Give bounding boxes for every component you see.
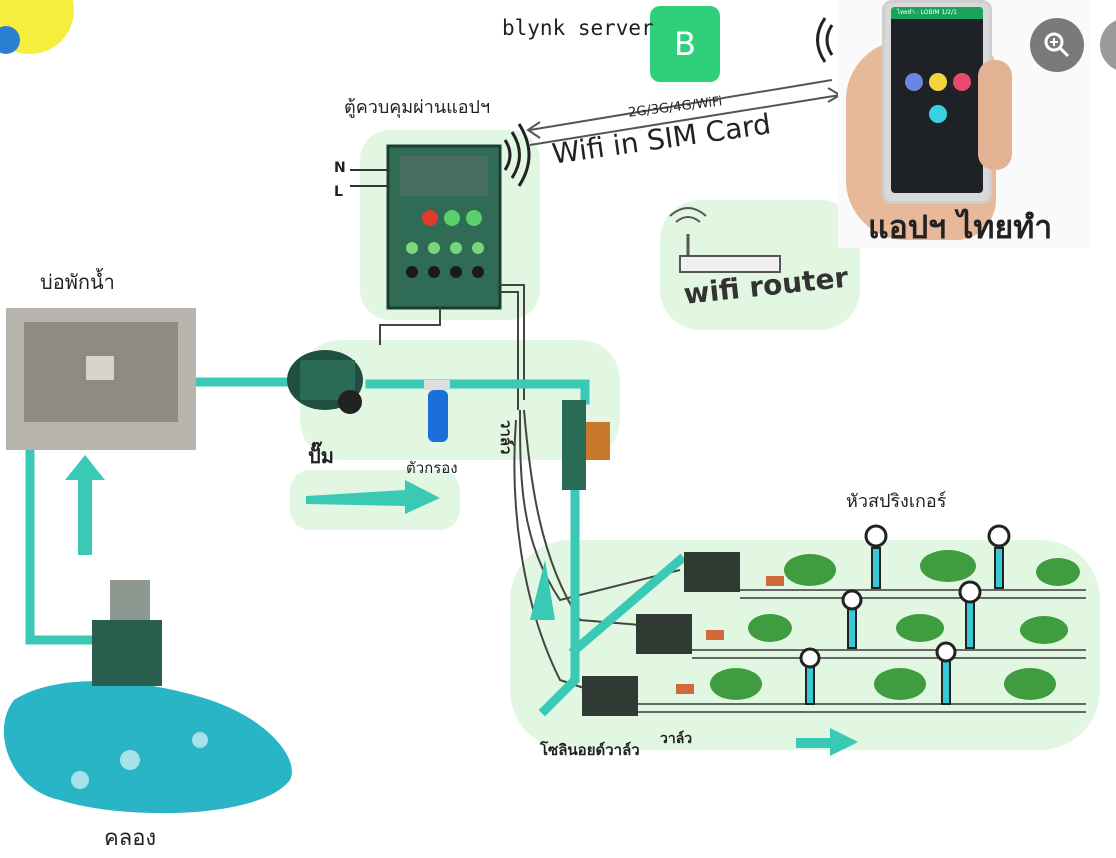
label-valve: วาล์ว xyxy=(660,731,693,747)
thumb xyxy=(978,60,1012,170)
lateral-lines xyxy=(638,589,1086,713)
blynk-logo: B xyxy=(650,6,720,82)
control-cables xyxy=(379,284,681,691)
power-wires xyxy=(350,169,388,187)
main-valve xyxy=(562,400,610,490)
solenoid-valves xyxy=(582,552,740,716)
signal-icon-phone xyxy=(816,17,834,63)
control-box xyxy=(386,144,502,310)
label-l: L xyxy=(334,184,343,200)
label-pipe-vertical: วาล์ว xyxy=(497,420,515,455)
pump xyxy=(287,350,363,414)
next-image-button[interactable] xyxy=(1100,18,1116,72)
sprinkler-heads-icons xyxy=(799,524,1011,669)
zoom-button[interactable] xyxy=(1030,18,1084,72)
filter xyxy=(424,380,450,442)
phone-screen: ไทยทำ : LOBIM 1/2/1 xyxy=(891,7,983,193)
reservoir-photo xyxy=(6,308,196,450)
label-pump: ปั๊ม xyxy=(308,444,334,468)
label-canal: คลอง xyxy=(104,826,157,851)
flow-arrows xyxy=(65,455,858,756)
phone-button-1 xyxy=(905,73,923,91)
hand-valves xyxy=(676,576,784,694)
wifi-router xyxy=(669,207,781,273)
label-reservoir: บ่อพักน้ำ xyxy=(40,270,115,294)
label-filter: ตัวกรอง xyxy=(406,459,458,477)
label-thai-app: แอปฯ ไทยทำ xyxy=(868,208,1053,246)
canal-pond xyxy=(3,681,292,814)
phone-button-3 xyxy=(953,73,971,91)
label-n: N xyxy=(334,160,346,176)
plants xyxy=(710,550,1080,700)
submersible-pump xyxy=(92,580,162,686)
phone-button-2 xyxy=(929,73,947,91)
phone-app-title: ไทยทำ : LOBIM 1/2/1 xyxy=(891,7,983,19)
blynk-logo-letter: B xyxy=(674,25,696,63)
signal-icon-box xyxy=(503,123,531,187)
label-blynk-server: blynk server xyxy=(502,16,654,40)
label-solenoid-valve: โซลินอยด์วาล์ว xyxy=(540,741,640,759)
corner-blob-blue xyxy=(0,26,20,54)
label-control-box: ตู้ควบคุมผ่านแอปฯ xyxy=(344,97,491,118)
phone-body: ไทยทำ : LOBIM 1/2/1 xyxy=(882,0,992,204)
label-sprinkler-heads: หัวสปริงเกอร์ xyxy=(846,491,947,512)
zoom-in-icon xyxy=(1044,32,1070,58)
phone-button-4 xyxy=(929,105,947,123)
wireless-link xyxy=(526,79,842,146)
